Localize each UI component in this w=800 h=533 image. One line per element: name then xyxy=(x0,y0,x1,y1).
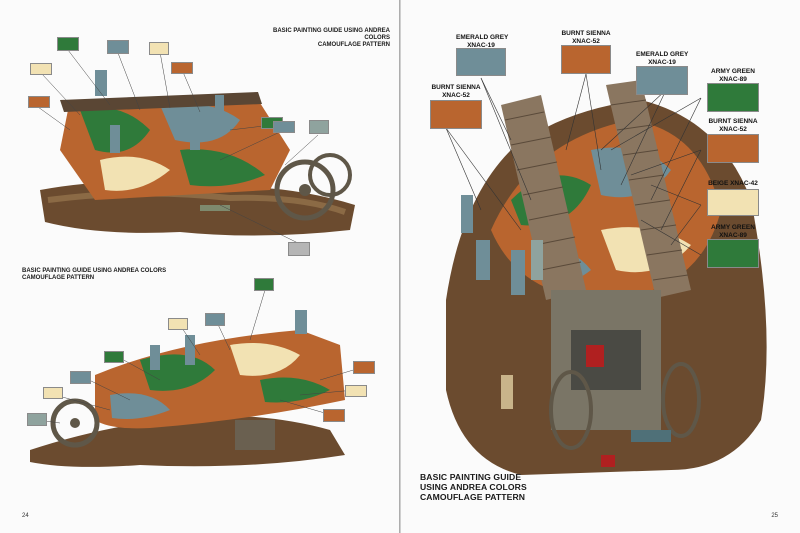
swatch-code: XNAC-52 xyxy=(719,125,747,133)
top-diorama-image xyxy=(40,70,355,236)
swatch-name: ARMY GREEN xyxy=(711,68,755,75)
right-page-artwork xyxy=(445,73,767,475)
page-heading-top: BASIC PAINTING GUIDE USING ANDREA COLORS… xyxy=(250,28,390,49)
overhead-diorama-image xyxy=(446,80,767,475)
color-swatch xyxy=(107,40,129,54)
left-page: BASIC PAINTING GUIDE USING ANDREA COLORS… xyxy=(0,0,400,533)
swatch-code: XNAC-19 xyxy=(467,41,495,49)
color-swatch xyxy=(28,96,50,108)
color-swatch xyxy=(30,63,52,75)
swatch-code: XNAC-89 xyxy=(719,75,747,83)
bottom-diorama-image xyxy=(30,310,345,467)
color-swatch xyxy=(205,313,225,326)
book-gutter xyxy=(399,0,401,533)
heading-line: CAMOUFLAGE PATTERN xyxy=(420,491,526,502)
page-heading-bottom: BASIC PAINTING GUIDE USING ANDREA COLORS… xyxy=(420,472,527,503)
page-heading-middle: BASIC PAINTING GUIDE USING ANDREA COLORS… xyxy=(22,268,166,282)
color-swatch xyxy=(254,278,274,291)
swatch-name: EMERALD GREY xyxy=(456,34,509,41)
swatch-name: BURNT SIENNA xyxy=(561,30,611,37)
swatch-code: XNAC-52 xyxy=(442,91,470,99)
color-swatch xyxy=(168,318,188,330)
swatch-name: ARMY GREEN xyxy=(711,224,755,231)
color-swatch xyxy=(323,409,345,422)
color-swatch xyxy=(43,387,63,399)
swatch-name: EMERALD GREY xyxy=(636,51,689,58)
color-swatch xyxy=(57,37,79,51)
heading-line: BASIC PAINTING GUIDE USING ANDREA COLORS xyxy=(272,28,390,41)
swatch-name: BEIGE XNAC-42 xyxy=(708,180,758,187)
color-swatch xyxy=(171,62,193,74)
color-swatch xyxy=(273,121,295,133)
swatch-name: BURNT SIENNA xyxy=(708,118,758,125)
right-callout-lines xyxy=(445,73,702,256)
page-number: 24 xyxy=(22,513,29,519)
color-swatch xyxy=(288,242,310,256)
color-swatch xyxy=(345,385,367,397)
color-swatch xyxy=(309,120,329,134)
swatch-code: XNAC-89 xyxy=(719,231,747,239)
color-swatch xyxy=(353,361,375,374)
heading-line: BASIC PAINTING GUIDE USING ANDREA COLORS xyxy=(22,268,167,274)
color-swatch xyxy=(70,371,91,384)
left-page-artwork xyxy=(30,49,361,467)
swatch-name: BURNT SIENNA xyxy=(431,84,481,91)
color-swatch-beige: BEIGE XNAC-42 xyxy=(707,180,759,216)
color-swatch xyxy=(149,42,169,55)
heading-line: CAMOUFLAGE PATTERN xyxy=(22,274,95,281)
swatch-code: XNAC-19 xyxy=(648,58,676,66)
heading-line: BASIC PAINTING GUIDE xyxy=(420,472,522,482)
swatch-code: XNAC-52 xyxy=(572,37,600,45)
color-swatch xyxy=(27,413,47,426)
heading-line: USING ANDREA COLORS xyxy=(420,481,527,492)
color-swatch xyxy=(104,351,124,363)
page-number: 25 xyxy=(771,513,778,519)
heading-line: CAMOUFLAGE PATTERN xyxy=(317,41,390,48)
